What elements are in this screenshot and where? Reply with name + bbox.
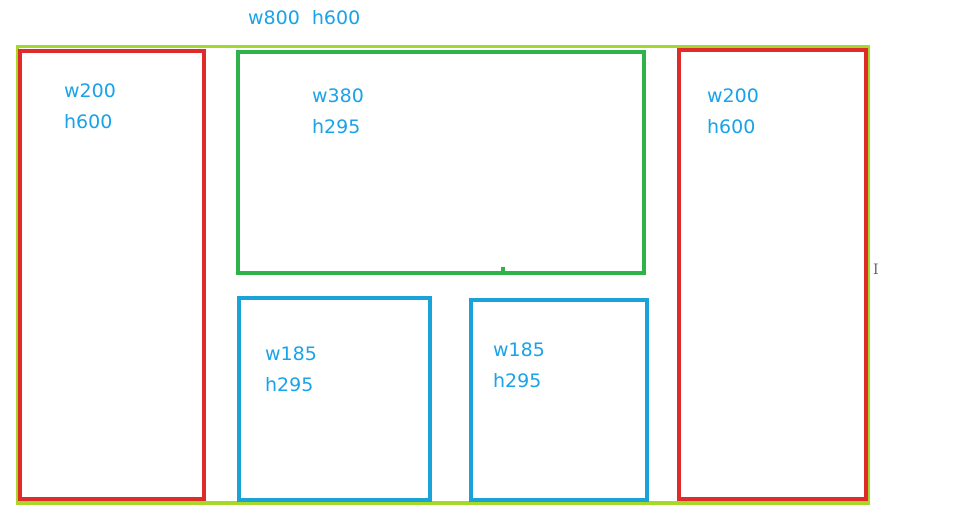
main-top-height: h295 (312, 116, 361, 138)
left-sidebar-width: w200 (64, 80, 116, 102)
main-top-box (236, 50, 646, 275)
right-sidebar-width: w200 (707, 85, 759, 107)
main-bottom-right-width: w185 (493, 339, 545, 361)
left-sidebar-box (18, 49, 206, 501)
left-sidebar-label: w200 h600 (64, 76, 116, 138)
outer-size-text: w800 h600 (248, 7, 361, 29)
right-sidebar-height: h600 (707, 116, 756, 138)
main-bottom-right-height: h295 (493, 370, 542, 392)
right-sidebar-label: w200 h600 (707, 81, 759, 143)
main-top-label: w380 h295 (312, 81, 364, 143)
right-sidebar-box (677, 48, 868, 501)
main-bottom-left-width: w185 (265, 343, 317, 365)
main-bottom-right-box (469, 298, 649, 502)
main-bottom-right-label: w185 h295 (493, 335, 545, 397)
main-bottom-left-height: h295 (265, 374, 314, 396)
outer-size-label: w800 h600 (248, 3, 360, 34)
main-top-width: w380 (312, 85, 364, 107)
anchor-dot (501, 267, 505, 271)
left-sidebar-height: h600 (64, 111, 113, 133)
main-bottom-left-label: w185 h295 (265, 339, 317, 401)
text-cursor-icon: I (873, 262, 879, 278)
outer-container (16, 45, 870, 505)
main-bottom-left-box (237, 296, 432, 502)
